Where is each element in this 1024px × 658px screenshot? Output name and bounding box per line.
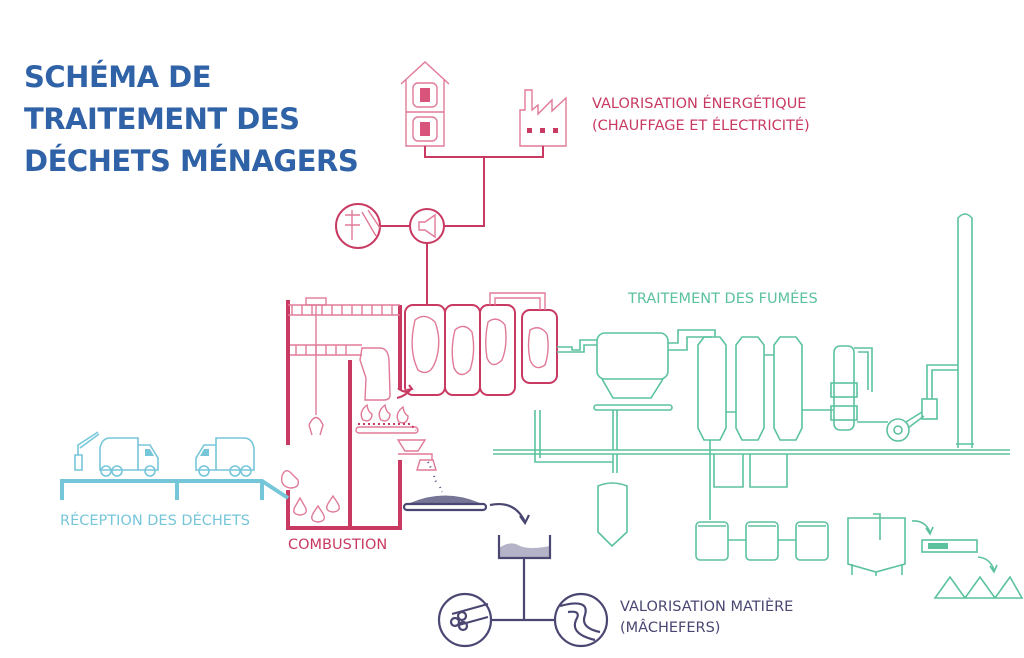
crane-icon <box>74 431 100 471</box>
page-title: SCHÉMA DE TRAITEMENT DES DÉCHETS MÉNAGER… <box>24 60 359 178</box>
reception-label: RÉCEPTION DES DÉCHETS <box>60 512 250 529</box>
material-recovery-section: VALORISATION MATIÈRE (MÂCHEFERS) <box>402 461 793 648</box>
pipes-icon <box>437 592 493 648</box>
reception-section: RÉCEPTION DES DÉCHETS <box>60 431 290 529</box>
turbine-icon <box>409 208 445 244</box>
road-icon <box>553 592 609 648</box>
material-label-line-2: (MÂCHEFERS) <box>620 618 720 636</box>
chimney <box>956 213 974 448</box>
garbage-truck-icon <box>99 437 159 477</box>
energy-label-line-1: VALORISATION ÉNERGÉTIQUE <box>592 95 806 112</box>
house-heating-icon <box>400 61 450 147</box>
residue-silo <box>597 482 628 548</box>
factory-icon <box>519 89 567 147</box>
grate-conveyor <box>355 426 419 434</box>
title-line-2: TRAITEMENT DES <box>24 102 300 136</box>
condenser <box>830 345 888 431</box>
filter-press <box>847 513 1024 599</box>
waste-hopper <box>359 347 391 401</box>
ash-conveyor <box>402 461 488 512</box>
garbage-truck-icon-2 <box>195 437 255 477</box>
fumes-treatment-section: TRAITEMENT DES FUMÉES <box>493 213 1024 599</box>
combustion-label: COMBUSTION <box>288 537 387 553</box>
fumes-label: TRAITEMENT DES FUMÉES <box>627 290 818 307</box>
energy-label-line-2: (CHAUFFAGE ET ÉLECTRICITÉ) <box>592 117 810 134</box>
crane-claw-icon <box>308 416 324 436</box>
flame-icons <box>360 403 409 424</box>
water-tanks <box>695 521 829 561</box>
arrow-icon <box>489 503 530 526</box>
combustion-section: COMBUSTION <box>280 292 558 553</box>
title-line-1: SCHÉMA DE <box>24 60 211 94</box>
bag-filter <box>593 332 673 450</box>
waste-bags <box>280 469 340 523</box>
material-label-line-1: VALORISATION MATIÈRE <box>620 598 793 615</box>
scrubber-towers <box>697 336 833 520</box>
energy-recovery-section: VALORISATION ÉNERGÉTIQUE (CHAUFFAGE ET É… <box>335 61 810 305</box>
title-line-3: DÉCHETS MÉNAGERS <box>24 144 358 178</box>
fan-icon <box>886 418 910 442</box>
boiler <box>404 292 558 396</box>
power-line-icon <box>335 203 381 249</box>
